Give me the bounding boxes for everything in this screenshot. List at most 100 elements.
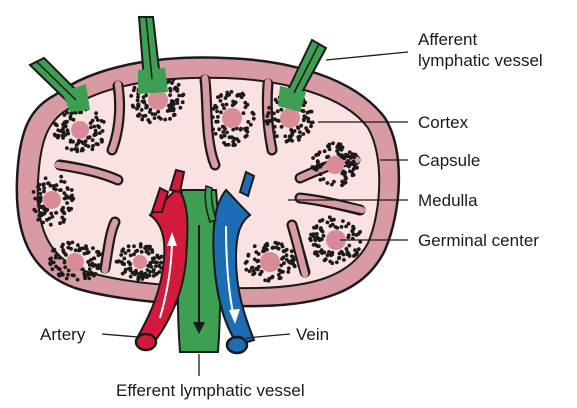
lymphocyte-dot	[344, 176, 348, 180]
lymphocyte-dot	[233, 143, 237, 147]
lymphocyte-dot	[181, 100, 185, 104]
lymphocyte-dot	[235, 94, 239, 98]
lymphocyte-dot	[61, 243, 65, 247]
lymphocyte-dot	[75, 150, 79, 154]
lymphocyte-dot	[282, 249, 286, 253]
lymphocyte-dot	[349, 156, 353, 160]
lymphocyte-dot	[279, 270, 283, 274]
lymphocyte-dot	[76, 278, 80, 282]
lymphocyte-dot	[36, 218, 40, 222]
lymphocyte-dot	[215, 105, 219, 109]
lymphocyte-dot	[129, 94, 133, 98]
lymphocyte-dot	[323, 259, 327, 263]
lymphocyte-dot	[249, 123, 253, 127]
lymphocyte-dot	[319, 172, 323, 176]
lymphocyte-dot	[38, 183, 42, 187]
lymphocyte-dot	[152, 274, 156, 278]
lymphocyte-dot	[70, 188, 74, 192]
lymphocyte-dot	[68, 242, 72, 246]
lymphocyte-dot	[211, 128, 215, 132]
lymphocyte-dot	[314, 226, 318, 230]
lymphocyte-dot	[239, 127, 243, 131]
lymphocyte-dot	[340, 180, 344, 184]
lymphocyte-dot	[56, 128, 60, 132]
lymphocyte-dot	[54, 211, 58, 215]
lymphocyte-dot	[252, 117, 256, 121]
lymphocyte-dot	[135, 249, 139, 253]
lymphocyte-dot	[340, 183, 344, 187]
lymphocyte-dot	[156, 255, 160, 259]
lymphocyte-dot	[100, 138, 104, 142]
label-afferent-line1: Afferent	[418, 30, 478, 49]
lymphocyte-dot	[283, 134, 287, 138]
lymphocyte-dot	[65, 201, 69, 205]
lymphocyte-dot	[148, 274, 152, 278]
lymphocyte-dot	[301, 132, 305, 136]
lymphocyte-dot	[300, 109, 304, 113]
lymphocyte-dot	[132, 252, 136, 256]
lymphocyte-dot	[344, 225, 348, 229]
lymphocyte-dot	[53, 122, 57, 126]
lymphocyte-dot	[144, 93, 148, 97]
lymphocyte-dot	[78, 247, 82, 251]
lymphocyte-dot	[65, 146, 69, 150]
lymphocyte-dot	[92, 125, 96, 129]
lymphocyte-dot	[61, 206, 65, 210]
lymphocyte-dot	[87, 250, 91, 254]
lymphocyte-dot	[296, 125, 300, 129]
lymphocyte-dot	[71, 273, 75, 277]
label-medulla: Medulla	[418, 191, 478, 210]
lymphocyte-dot	[131, 104, 135, 108]
lymphocyte-dot	[225, 103, 229, 107]
lymphocyte-dot	[146, 268, 150, 272]
lymphocyte-dot	[348, 150, 352, 154]
lymphocyte-dot	[81, 147, 85, 151]
label-artery: Artery	[40, 325, 86, 344]
lymphocyte-dot	[54, 254, 58, 258]
lymphocyte-dot	[267, 279, 271, 283]
lymphocyte-dot	[94, 131, 98, 135]
lymphocyte-dot	[154, 264, 158, 268]
lymphocyte-dot	[132, 244, 136, 248]
lymphocyte-dot	[69, 140, 73, 144]
lymphocyte-dot	[132, 88, 136, 92]
lymphocyte-dot	[340, 250, 344, 254]
lymphocyte-dot	[337, 256, 341, 260]
lymphocyte-dot	[272, 112, 276, 116]
lymphocyte-dot	[97, 263, 101, 267]
lymphocyte-dot	[51, 267, 55, 271]
lymphocyte-dot	[54, 265, 58, 269]
lymphocyte-dot	[219, 99, 223, 103]
lymphocyte-dot	[151, 257, 155, 261]
lymphocyte-dot	[66, 186, 70, 190]
lymphocyte-dot	[285, 253, 289, 257]
lymphocyte-dot	[219, 134, 223, 138]
lymphocyte-dot	[146, 118, 150, 122]
lymphocyte-dot	[67, 207, 71, 211]
lymphocyte-dot	[317, 244, 321, 248]
lymphocyte-dot	[251, 266, 255, 270]
lymphocyte-dot	[91, 144, 95, 148]
lymphocyte-dot	[177, 83, 181, 87]
lymphocyte-dot	[279, 108, 283, 112]
lymphocyte-dot	[135, 107, 139, 111]
lymphocyte-dot	[96, 250, 100, 254]
lymphocyte-dot	[94, 111, 98, 115]
lymphocyte-dot	[88, 267, 92, 271]
lymphocyte-dot	[65, 120, 69, 124]
lymphocyte-dot	[129, 275, 133, 279]
lymphocyte-dot	[86, 136, 90, 140]
lymphocyte-dot	[63, 212, 67, 216]
lymphocyte-dot	[224, 96, 228, 100]
lymphocyte-dot	[129, 269, 133, 273]
lymphocyte-dot	[170, 81, 174, 85]
lymphocyte-dot	[332, 218, 336, 222]
lymphocyte-dot	[137, 275, 141, 279]
lymphocyte-dot	[120, 249, 124, 253]
lymphocyte-dot	[287, 266, 291, 270]
lymphocyte-dot	[159, 261, 163, 265]
lymphocyte-dot	[58, 267, 62, 271]
lymphocyte-dot	[323, 149, 327, 153]
lymphocyte-dot	[124, 251, 128, 255]
lymphocyte-dot	[146, 264, 150, 268]
